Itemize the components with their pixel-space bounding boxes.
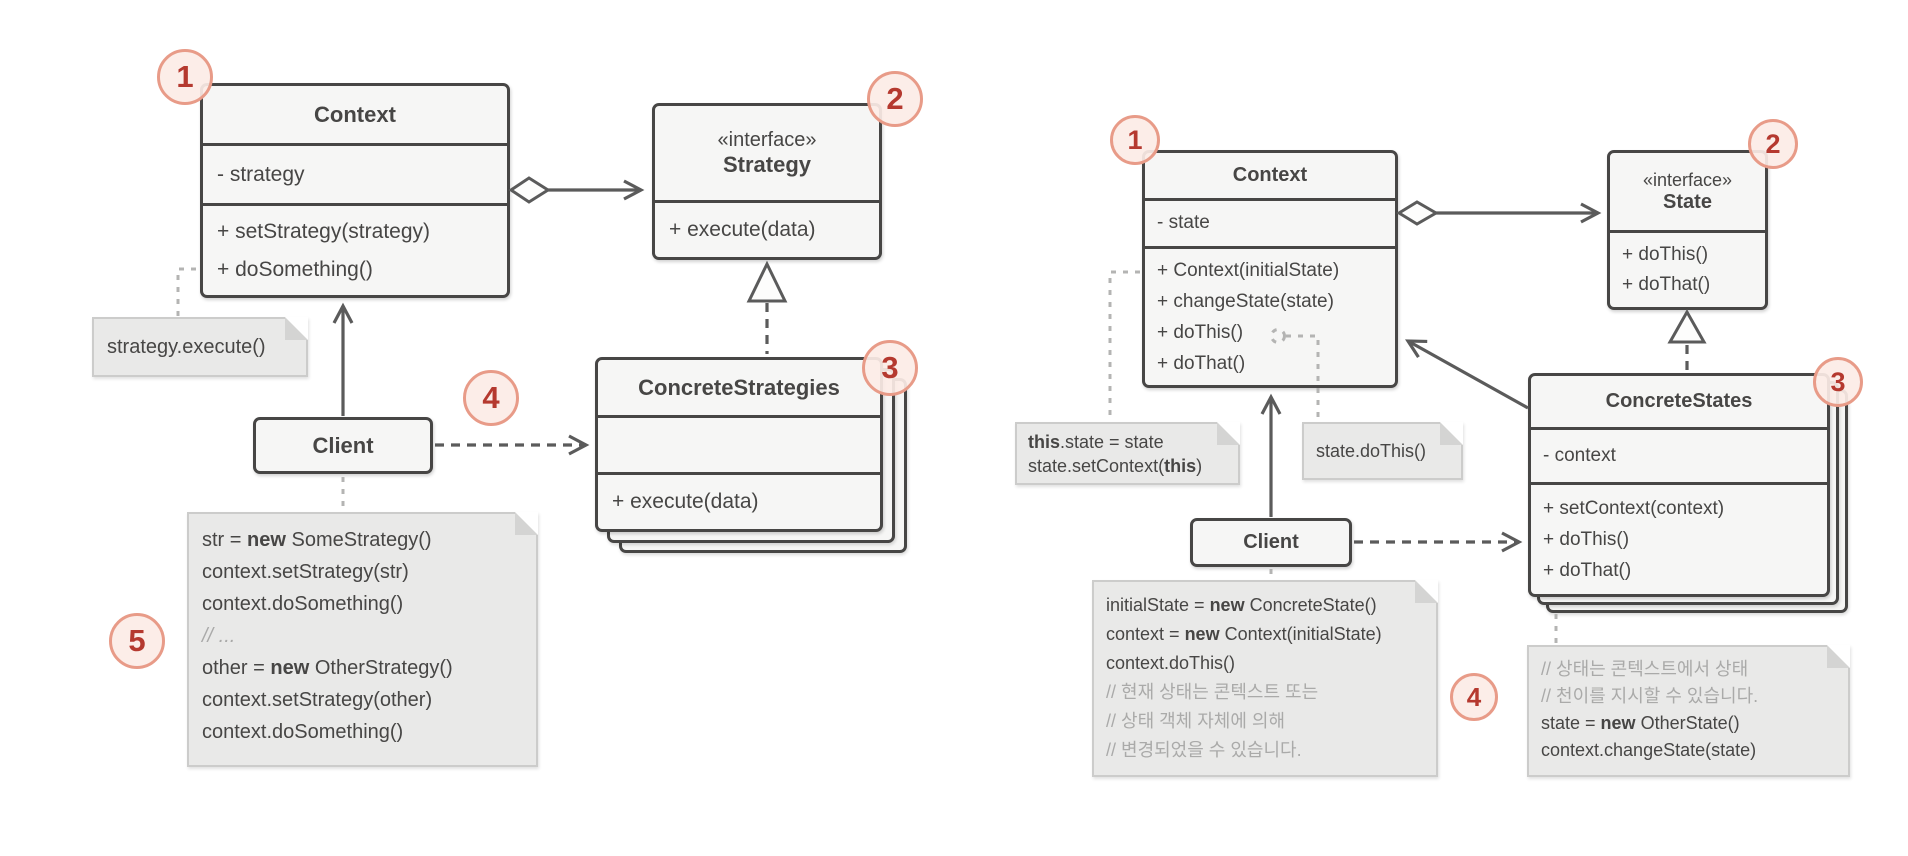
code-comment-line: // ... (202, 625, 236, 647)
code-comment-line: // 상태는 콘텍스트에서 상태 (1541, 659, 1749, 679)
realization-triangle-left (746, 260, 788, 303)
aggregation-diamond-right (1396, 200, 1439, 226)
badge-4-right: 4 (1450, 673, 1498, 721)
badge-2-right: 2 (1748, 119, 1798, 169)
method: + doSomething() (217, 257, 373, 281)
class-attributes: - context (1531, 427, 1827, 482)
code-line: context.setStrategy(str) (202, 561, 409, 583)
method: + doThis() (1543, 529, 1630, 550)
method: + setContext(context) (1543, 498, 1725, 519)
code-line: context.doSomething() (202, 593, 404, 615)
code-comment-line: // 천이를 지시할 수 있습니다. (1541, 686, 1759, 706)
client-label: Client (1243, 531, 1299, 553)
class-methods: + doThis() + doThat() (1610, 230, 1765, 307)
note-fold-corner (515, 512, 538, 535)
class-attributes: - strategy (203, 143, 507, 203)
class-methods: + Context(initialState) + changeState(st… (1145, 246, 1395, 385)
class-methods: + setContext(context) + doThis() + doTha… (1531, 482, 1827, 594)
class-attributes-empty (598, 415, 880, 472)
note-state-transition: // 상태는 콘텍스트에서 상태 // 천이를 지시할 수 있습니다. stat… (1527, 645, 1850, 777)
badge-5-left: 5 (109, 613, 165, 669)
code-line: context.doThis() (1106, 653, 1236, 673)
code-comment-line: // 변경되었을 수 있습니다. (1106, 740, 1302, 760)
class-box-context-left: Context - strategy + setStrategy(strateg… (200, 83, 510, 298)
code-line: state.setContext(this) (1028, 456, 1203, 476)
method: + doThat() (1157, 353, 1246, 374)
stereotype: «interface» (1642, 169, 1733, 190)
note-fold-corner (1217, 422, 1240, 445)
method: + setStrategy(strategy) (217, 219, 431, 243)
code-line: this.state = state (1028, 432, 1164, 452)
method: + doThis() (1157, 322, 1244, 343)
code-line: context.doSomething() (202, 721, 404, 743)
code-line: context = new Context(initialState) (1106, 624, 1382, 644)
method: + execute(data) (669, 218, 816, 241)
method: + doThis() (1622, 244, 1709, 265)
attribute: - state (1157, 212, 1210, 234)
client-box-left: Client (253, 417, 433, 474)
code-line: other = new OtherStrategy() (202, 657, 453, 679)
code-comment-line: // 현재 상태는 콘텍스트 또는 (1106, 682, 1319, 702)
method: + changeState(state) (1157, 291, 1334, 312)
class-box-context-right: Context - state + Context(initialState) … (1142, 150, 1398, 388)
realization-triangle-right (1667, 308, 1707, 344)
badge-3-left: 3 (862, 340, 918, 396)
constructor-note-dash (1108, 270, 1140, 420)
note-strategy-execute: strategy.execute() (92, 317, 308, 377)
note-fold-corner (1440, 422, 1463, 445)
execute-note-dash-left (176, 267, 198, 316)
note-client-code-left: str = new SomeStrategy() context.setStra… (187, 512, 538, 767)
interface-header: «interface» Strategy (655, 106, 879, 200)
class-title: Strategy (722, 151, 812, 177)
code-line: context.setStrategy(other) (202, 689, 433, 711)
class-methods: + execute(data) (598, 472, 880, 529)
client-box-right: Client (1190, 518, 1352, 567)
note-fold-corner (1827, 645, 1850, 668)
class-title: State (1663, 190, 1712, 213)
code-line: str = new SomeStrategy() (202, 529, 432, 551)
class-box-strategy-interface: «interface» Strategy + execute(data) (652, 103, 882, 260)
note-text: state.doThis() (1316, 440, 1427, 461)
class-title: Context (314, 101, 396, 127)
note-text: strategy.execute() (107, 335, 266, 358)
badge-3-right: 3 (1813, 357, 1863, 407)
client-label: Client (312, 432, 374, 458)
class-methods: + execute(data) (655, 200, 879, 257)
class-attributes: - state (1145, 197, 1395, 246)
aggregation-diamond-left (508, 176, 551, 204)
code-line: state = new OtherState() (1541, 713, 1740, 733)
class-methods: + setStrategy(strategy) + doSomething() (203, 203, 507, 295)
note-state-assign: this.state = state state.setContext(this… (1015, 422, 1240, 485)
method: + Context(initialState) (1157, 260, 1340, 281)
class-box-state-interface: «interface» State + doThis() + doThat() (1607, 150, 1768, 310)
attribute: - strategy (217, 162, 305, 186)
badge-1-right: 1 (1110, 115, 1160, 165)
note-fold-corner (285, 317, 308, 340)
badge-4-left: 4 (463, 370, 519, 426)
stereotype: «interface» (717, 128, 817, 151)
interface-header: «interface» State (1610, 153, 1765, 230)
note-state-dothis: state.doThis() (1302, 422, 1463, 480)
code-line: context.changeState(state) (1541, 740, 1757, 760)
method: + doThat() (1543, 560, 1632, 581)
attribute: - context (1543, 445, 1616, 466)
note-client-code-right: initialState = new ConcreteState() conte… (1092, 580, 1438, 777)
class-title: Context (1232, 163, 1308, 186)
method: + doThat() (1622, 274, 1711, 295)
code-line: initialState = new ConcreteState() (1106, 595, 1377, 615)
class-title: ConcreteStrategies (638, 374, 840, 400)
method: + execute(data) (612, 490, 759, 513)
note-fold-corner (1415, 580, 1438, 603)
badge-2-left: 2 (867, 71, 923, 127)
badge-1-left: 1 (157, 49, 213, 105)
class-box-concrete-states: ConcreteStates - context + setContext(co… (1528, 373, 1830, 597)
class-box-concrete-strategies: ConcreteStrategies + execute(data) (595, 357, 883, 532)
code-comment-line: // 상태 객체 자체에 의해 (1106, 711, 1286, 731)
concrete-context-arrow-right (1405, 339, 1529, 410)
class-title: ConcreteStates (1605, 390, 1753, 412)
